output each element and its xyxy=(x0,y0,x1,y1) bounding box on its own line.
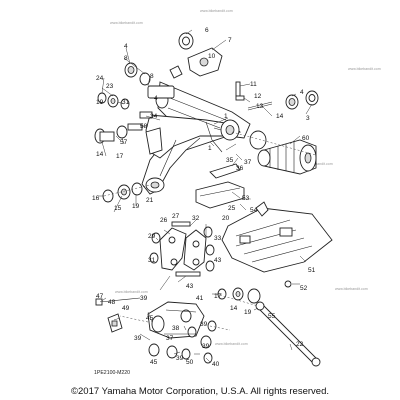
callout-number: 48 xyxy=(108,299,116,306)
callout-number: 43 xyxy=(186,283,194,290)
callout-labels: 6 7 10 11 12 13 14 4 3 60 4 8 24 23 19 3… xyxy=(92,27,316,368)
callout-number: 20 xyxy=(222,215,230,222)
callout-number: 57 xyxy=(120,139,128,146)
callout-number: 45 xyxy=(150,359,158,366)
upper-pivot-parts xyxy=(97,32,273,131)
callout-number: 51 xyxy=(308,267,316,274)
relay-linkage xyxy=(149,221,215,277)
watermark: www.bikebandit.com xyxy=(115,290,148,294)
right-pivot-parts xyxy=(231,90,319,175)
callout-number: 6 xyxy=(205,27,209,34)
callout-number: 54 xyxy=(250,207,258,214)
callout-number: 50 xyxy=(186,359,194,366)
watermark: www.bikebandit.com xyxy=(348,67,381,71)
callout-number: 41 xyxy=(196,295,204,302)
callout-number: 4 xyxy=(300,89,304,96)
callout-number: 17 xyxy=(116,153,124,160)
callout-number: 58 xyxy=(140,123,148,130)
diagram-code: 1PE2100-M220 xyxy=(94,370,130,376)
callout-number: 19 xyxy=(244,309,252,316)
callout-number: 31 xyxy=(122,99,130,106)
callout-number: 27 xyxy=(172,213,180,220)
callout-number: 19 xyxy=(96,99,104,106)
callout-number: 29 xyxy=(148,233,156,240)
callout-number: 7 xyxy=(228,37,232,44)
callout-number: 13 xyxy=(256,103,264,110)
callout-number: 38 xyxy=(172,325,180,332)
callout-number: 8 xyxy=(150,73,154,80)
callout-number: 22 xyxy=(296,341,304,348)
callout-number: 3 xyxy=(306,115,310,122)
callout-number: 35 xyxy=(226,157,234,164)
callout-number: 15 xyxy=(114,205,122,212)
pivot-shaft xyxy=(215,287,321,367)
callout-number: 10 xyxy=(208,53,216,60)
callout-number: 47 xyxy=(96,293,104,300)
callout-number: 32 xyxy=(192,215,200,222)
callout-number: 37 xyxy=(166,335,174,342)
callout-number: 33 xyxy=(214,235,222,242)
callout-number: 4 xyxy=(124,43,128,50)
callout-number: 39 xyxy=(200,321,208,328)
callout-number: 39 xyxy=(202,343,210,350)
callout-number: 17 xyxy=(214,293,222,300)
callout-number: 25 xyxy=(228,205,236,212)
callout-number: 43 xyxy=(214,257,222,264)
callout-number: 40 xyxy=(212,361,220,368)
callout-number: 55 xyxy=(268,313,276,320)
callout-number: 1 xyxy=(208,145,212,152)
watermark: www.bikebandit.com xyxy=(110,21,143,25)
callout-number: 4 xyxy=(154,95,158,102)
callout-number: 49 xyxy=(122,305,130,312)
callout-number: 52 xyxy=(300,285,308,292)
relay-arm xyxy=(119,301,231,364)
callout-number: 23 xyxy=(106,83,114,90)
callout-number: 12 xyxy=(254,93,262,100)
lower-guard xyxy=(221,201,333,288)
callout-number: 34 xyxy=(150,113,158,120)
callout-number: 45 xyxy=(146,315,154,322)
callout-number: 14 xyxy=(276,113,284,120)
watermark: www.bikebandit.com xyxy=(200,9,233,13)
callout-number: 11 xyxy=(250,81,257,88)
callout-number: 26 xyxy=(160,217,168,224)
callout-number: 1 xyxy=(224,113,228,120)
left-bushings xyxy=(94,125,151,203)
swingarm xyxy=(141,81,251,195)
watermark: www.bikebandit.com xyxy=(215,342,248,346)
leader-lines xyxy=(98,29,313,363)
callout-number: 36 xyxy=(236,165,244,172)
callout-number: 19 xyxy=(132,203,140,210)
callout-number: 24 xyxy=(96,75,104,82)
callout-number: 16 xyxy=(92,195,100,202)
callout-number: 39 xyxy=(176,355,184,362)
chain-slider xyxy=(195,163,245,209)
callout-number: 21 xyxy=(146,197,154,204)
callout-number: 14 xyxy=(230,305,238,312)
left-bolt-bracket xyxy=(95,297,141,333)
callout-number: 31 xyxy=(148,257,156,264)
callout-number: 14 xyxy=(96,151,104,158)
callout-number: 53 xyxy=(242,195,250,202)
callout-number: 60 xyxy=(302,135,310,142)
callout-number: 37 xyxy=(244,159,252,166)
copyright-notice: ©2017 Yamaha Motor Corporation, U.S.A. A… xyxy=(71,386,329,397)
callout-number: 8 xyxy=(124,55,128,62)
watermark: www.bikebandit.com xyxy=(335,287,368,291)
callout-number: 39 xyxy=(140,295,148,302)
callout-number: 39 xyxy=(134,335,142,342)
